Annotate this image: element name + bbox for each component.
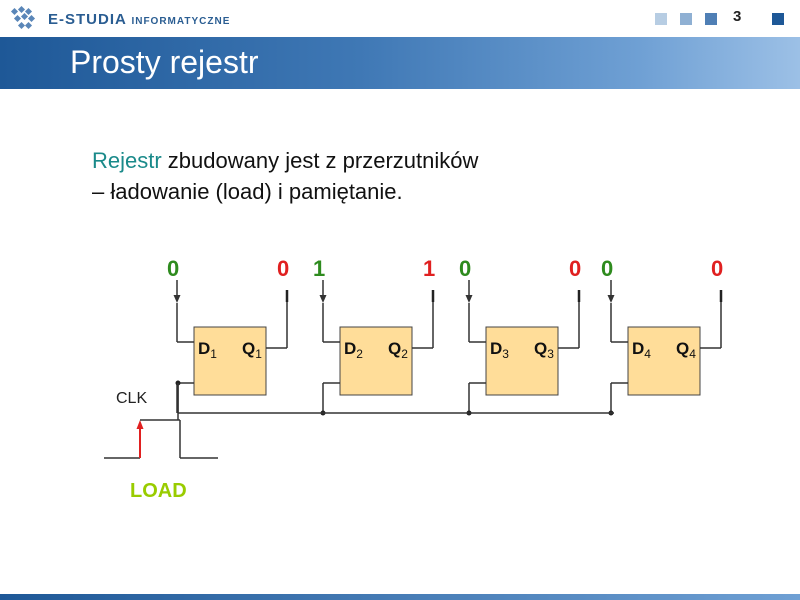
nav-square-4[interactable] — [772, 13, 784, 25]
d3-input-arrow-head — [465, 295, 473, 303]
q3-sub: 3 — [547, 347, 554, 361]
input-value-3: 0 — [459, 256, 471, 281]
clk-label: CLK — [116, 390, 147, 407]
flipflop-1 — [193, 326, 267, 396]
output-value-1: 0 — [277, 256, 289, 281]
logo: E-STUDIA INFORMATYCZNE — [10, 5, 230, 33]
q2-sub: 2 — [401, 347, 408, 361]
d2-sub: 2 — [356, 347, 363, 361]
input-value-1: 0 — [167, 256, 179, 281]
nav-square-3[interactable] — [705, 13, 717, 25]
page-title: Prosty rejestr — [70, 44, 259, 80]
bottom-line — [0, 594, 800, 600]
body-text: Rejestr zbudowany jest z przerzutników –… — [92, 145, 478, 207]
output-value-2: 1 — [423, 256, 435, 281]
body-line2: – ładowanie (load) i pamiętanie. — [92, 179, 403, 204]
body-line1: zbudowany jest z przerzutników — [161, 148, 479, 173]
d1-input-arrow-head — [173, 295, 181, 303]
nav-square-2[interactable] — [680, 13, 692, 25]
output-value-4: 0 — [711, 256, 723, 281]
title-bar — [0, 37, 800, 89]
logo-main: E-STUDIA — [48, 10, 127, 28]
d1-sub: 1 — [210, 347, 217, 361]
d2-input-arrow-head — [319, 295, 327, 303]
pulse-rising-arrow — [136, 420, 144, 429]
d4-sub: 4 — [644, 347, 651, 361]
logo-text: E-STUDIA INFORMATYCZNE — [48, 11, 230, 28]
page-number: 3 — [733, 8, 742, 25]
flipflop-2 — [339, 326, 413, 396]
highlight-word: Rejestr — [92, 148, 162, 173]
flipflop-3 — [485, 326, 559, 396]
input-value-2: 1 — [313, 256, 325, 281]
flipflop-4 — [627, 326, 701, 396]
nav-square-1[interactable] — [655, 13, 667, 25]
d3-sub: 3 — [502, 347, 509, 361]
q4-sub: 4 — [689, 347, 696, 361]
logo-icon — [10, 5, 36, 30]
logo-sub: INFORMATYCZNE — [131, 15, 231, 27]
q1-sub: 1 — [255, 347, 262, 361]
output-value-3: 0 — [569, 256, 581, 281]
d4-input-arrow-head — [607, 295, 615, 303]
load-label: LOAD — [130, 480, 187, 502]
input-value-4: 0 — [601, 256, 613, 281]
